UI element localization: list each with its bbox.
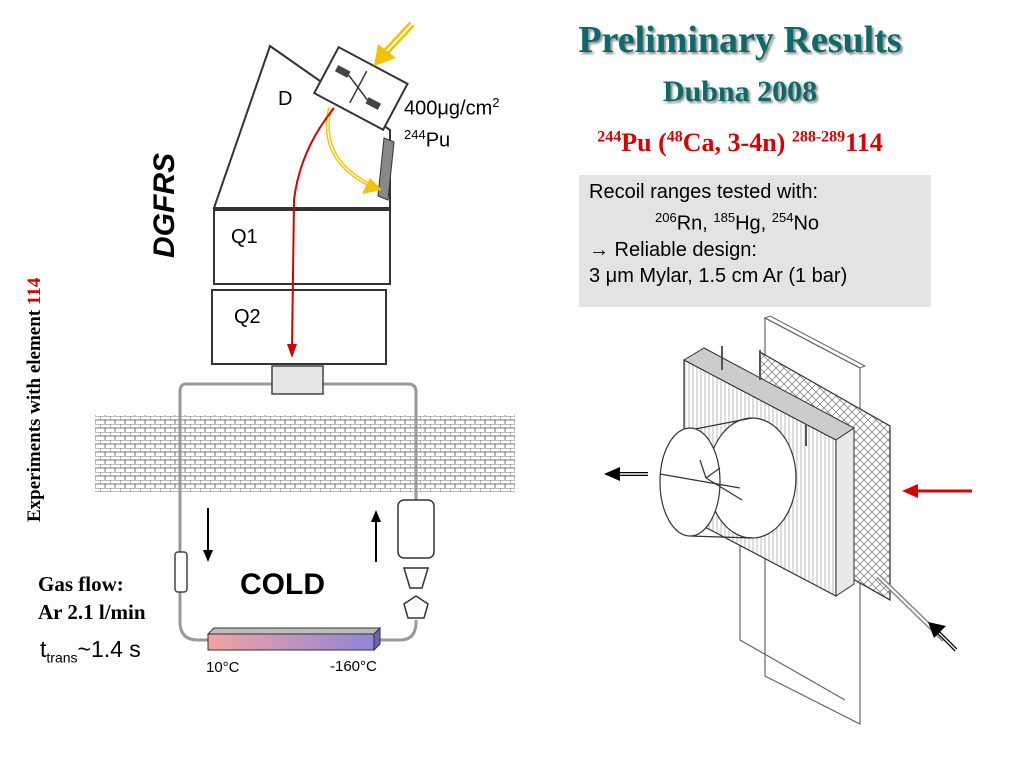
- quadrupole-q1: [213, 209, 391, 285]
- cylinder-housing: [707, 417, 797, 539]
- cold-label: COLD: [240, 568, 325, 601]
- beam-stop: [377, 137, 395, 201]
- info-line-design: → Reliable design:: [589, 238, 757, 261]
- dryer-unit: [397, 499, 435, 559]
- gas-flow-label: Gas flow: Ar 2.1 l/min: [38, 570, 146, 626]
- transport-t: t: [40, 636, 47, 662]
- valve-symbol: [403, 595, 429, 619]
- quadrupole-q2: [211, 289, 387, 365]
- cold-bar-top: [206, 627, 382, 635]
- target-chamber: [312, 45, 409, 132]
- beam-arrowhead: [374, 44, 396, 66]
- q1-label: Q1: [231, 226, 258, 248]
- page-subtitle: Dubna 2008: [662, 75, 818, 108]
- iso-mass: 206: [655, 210, 677, 225]
- iso-mass: 185: [713, 210, 736, 225]
- reaction-equation: 244Pu (48Ca, 3-4n) 288-289114: [520, 128, 960, 158]
- target-thickness: 400μg/cm: [404, 97, 493, 120]
- iso-symbol: Hg,: [735, 212, 767, 235]
- shielding-wall: [95, 415, 515, 492]
- transport-value: ~1.4 s: [77, 636, 141, 662]
- product-element: 114: [845, 128, 883, 157]
- cold-detector-bar: [207, 633, 375, 651]
- gas-in-arrow: [928, 622, 946, 638]
- q2-label: Q2: [234, 306, 261, 328]
- temp-cold: -160°C: [330, 658, 377, 675]
- dipole-label: D: [278, 88, 293, 110]
- recoil-path: [291, 107, 335, 351]
- transport-time: ttrans~1.4 s: [40, 636, 141, 666]
- gas-line-left: [178, 382, 272, 642]
- target-thickness-exp: 2: [492, 95, 500, 110]
- page-title: Preliminary Results: [578, 19, 902, 61]
- target-mass-number: 244: [597, 128, 622, 146]
- info-line-recoil: Recoil ranges tested with:: [589, 181, 819, 203]
- beam-mass-number: 48: [666, 128, 683, 146]
- recoil-info-box: Recoil ranges tested with: 206Rn, 185Hg,…: [579, 175, 931, 307]
- gas-flow-title: Gas flow:: [38, 572, 124, 596]
- beam-symbol: Ca, 3-4n): [682, 128, 786, 157]
- target-iso: Pu: [425, 129, 451, 152]
- target-symbol: Pu (: [621, 128, 667, 157]
- filter-cartridge: [174, 551, 188, 593]
- transport-sub: trans: [46, 649, 78, 666]
- recoil-chamber: [271, 365, 324, 395]
- gas-line-right-top: [323, 382, 418, 500]
- iso-symbol: No: [793, 212, 820, 235]
- iso-symbol: Rn,: [676, 212, 708, 235]
- product-mass-number: 288-289: [791, 128, 846, 146]
- info-line-mylar: 3 μm Mylar, 1.5 cm Ar (1 bar): [589, 264, 848, 287]
- info-line-isotopes: 206Rn, 185Hg, 254No: [589, 205, 921, 237]
- target-iso-mass: 244: [404, 126, 426, 142]
- iso-mass: 254: [771, 210, 794, 225]
- target-label: 400μg/cm2 244Pu: [404, 90, 499, 153]
- temp-warm: 10°C: [206, 659, 240, 676]
- gas-flow-value: Ar 2.1 l/min: [38, 600, 146, 624]
- pump-symbol: [402, 567, 430, 589]
- exit-arrow: [604, 467, 620, 481]
- gas-line-right-bottom: [378, 620, 418, 642]
